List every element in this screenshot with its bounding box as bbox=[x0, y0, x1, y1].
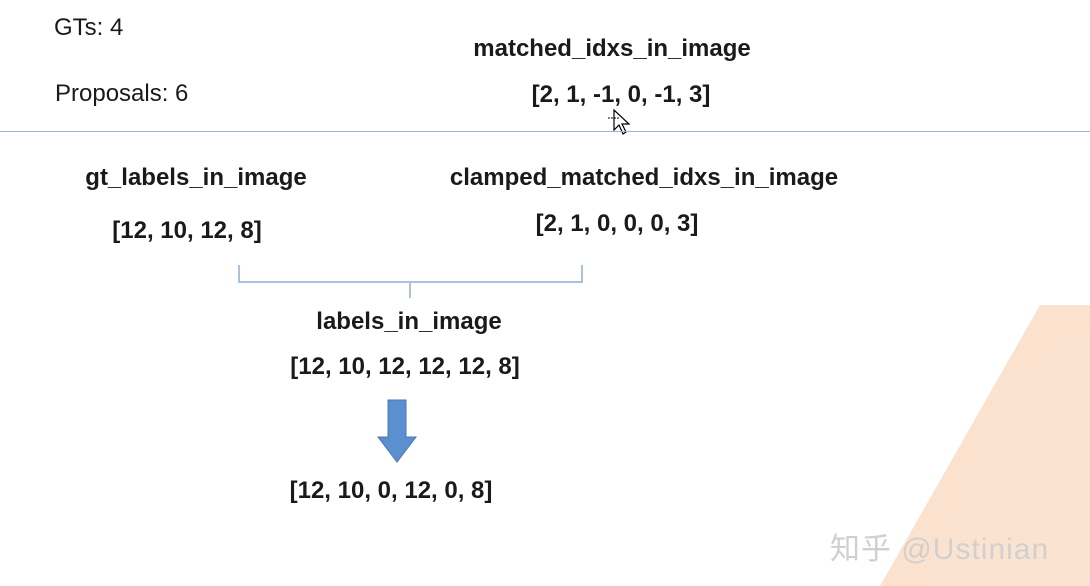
proposals-count: Proposals: 6 bbox=[55, 80, 189, 107]
watermark: 知乎 @Ustinian bbox=[830, 533, 1050, 566]
merge-bracket bbox=[238, 265, 583, 298]
clamped-idxs-values: [2, 1, 0, 0, 0, 3] bbox=[535, 210, 699, 237]
gt-labels-title: gt_labels_in_image bbox=[85, 164, 307, 191]
clamped-idxs-title: clamped_matched_idxs_in_image bbox=[449, 164, 839, 191]
matched-idxs-title: matched_idxs_in_image bbox=[473, 35, 751, 62]
gt-labels-values: [12, 10, 12, 8] bbox=[112, 217, 262, 244]
down-arrow-icon bbox=[376, 399, 418, 463]
gts-count: GTs: 4 bbox=[54, 14, 124, 41]
labels-in-image-values: [12, 10, 12, 12, 12, 8] bbox=[290, 353, 520, 380]
orange-triangle-light bbox=[930, 330, 1090, 586]
labels-in-image-title: labels_in_image bbox=[316, 308, 502, 335]
matched-idxs-values: [2, 1, -1, 0, -1, 3] bbox=[531, 81, 711, 108]
mouse-cursor-icon bbox=[608, 108, 631, 135]
result-values: [12, 10, 0, 12, 0, 8] bbox=[289, 477, 493, 504]
section-divider bbox=[0, 131, 1090, 132]
